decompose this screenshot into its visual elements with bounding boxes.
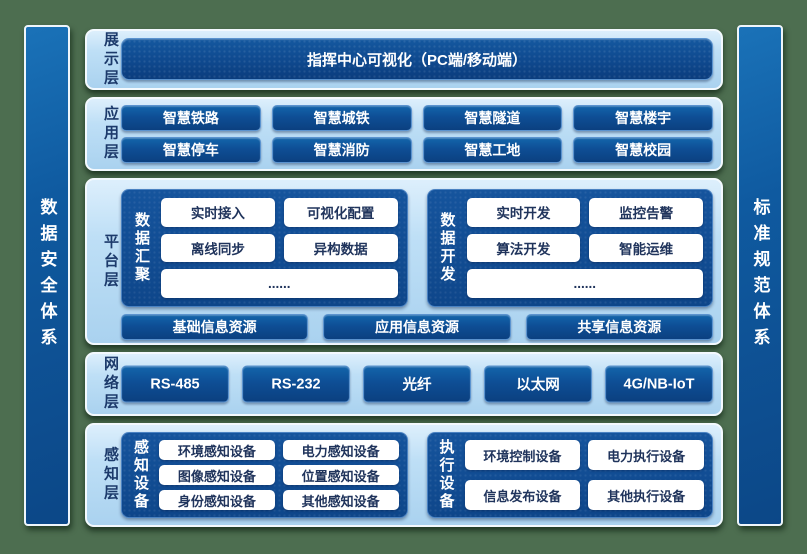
execution-devices-label: 执行设备 <box>437 439 455 511</box>
data-security-bar: 数据安全体系 <box>24 25 70 526</box>
execution-device-box: 信息发布设备 <box>464 480 581 510</box>
layer-panel-platform: 平台层 数据汇聚 实时接入 可视化配置 离线同步 异构数据 ...... 数据开… <box>85 178 723 345</box>
app-item-box: 智慧隧道 <box>422 105 563 131</box>
standards-label: 标准规范体系 <box>750 197 770 354</box>
network-item-box: RS-485 <box>121 365 229 403</box>
data-development-label: 数据开发 <box>438 212 456 284</box>
application-items-grid: 智慧铁路 智慧城铁 智慧隧道 智慧楼宇 智慧停车 智慧消防 智慧工地 智慧校园 <box>121 105 713 163</box>
platform-layer-label: 平台层 <box>102 233 119 290</box>
information-resources-row: 基础信息资源 应用信息资源 共享信息资源 <box>121 314 713 340</box>
app-item-box: 智慧消防 <box>271 137 412 163</box>
application-layer-label: 应用层 <box>102 105 119 163</box>
sensing-devices-label: 感知设备 <box>132 439 149 511</box>
network-layer-label: 网络层 <box>102 355 119 413</box>
data-aggregation-label: 数据汇聚 <box>133 212 150 284</box>
network-items-row: RS-485 RS-232 光纤 以太网 4G/NB-IoT <box>121 365 713 403</box>
platform-item-box: 智能运维 <box>589 233 703 263</box>
standards-bar: 标准规范体系 <box>737 25 783 526</box>
resource-box: 基础信息资源 <box>121 314 309 340</box>
platform-item-box: 实时开发 <box>466 198 581 227</box>
network-item-box: RS-232 <box>242 365 350 403</box>
app-item-box: 智慧楼宇 <box>573 105 713 131</box>
sensing-device-box: 位置感知设备 <box>282 465 399 485</box>
resource-box: 应用信息资源 <box>323 314 511 340</box>
app-item-box: 智慧城铁 <box>271 105 412 131</box>
perception-layer-label: 感知层 <box>102 446 119 504</box>
platform-item-box: 异构数据 <box>283 233 398 263</box>
data-development-group: 数据开发 实时开发 监控告警 算法开发 智能运维 ...... <box>426 189 713 307</box>
app-item-box: 智慧校园 <box>573 137 713 163</box>
network-item-box: 光纤 <box>363 365 471 403</box>
layer-panel-application: 应用层 智慧铁路 智慧城铁 智慧隧道 智慧楼宇 智慧停车 智慧消防 智慧工地 智… <box>85 97 723 171</box>
resource-box: 共享信息资源 <box>525 314 713 340</box>
platform-item-box: 监控告警 <box>589 198 703 227</box>
platform-item-box: 可视化配置 <box>283 198 398 227</box>
sensing-devices-items: 环境感知设备 电力感知设备 图像感知设备 位置感知设备 身份感知设备 其他感知设… <box>159 440 399 510</box>
platform-more-box: ...... <box>466 269 703 298</box>
sensing-device-box: 图像感知设备 <box>159 465 275 485</box>
app-item-box: 智慧工地 <box>422 137 563 163</box>
network-item-box: 以太网 <box>484 365 592 403</box>
execution-devices-items: 环境控制设备 电力执行设备 信息发布设备 其他执行设备 <box>464 440 704 510</box>
sensing-device-box: 身份感知设备 <box>159 490 275 510</box>
execution-device-box: 环境控制设备 <box>464 440 581 470</box>
data-security-label: 数据安全体系 <box>37 197 57 354</box>
data-aggregation-group: 数据汇聚 实时接入 可视化配置 离线同步 异构数据 ...... <box>121 189 408 307</box>
platform-item-box: 算法开发 <box>466 233 581 263</box>
app-item-box: 智慧铁路 <box>121 105 261 131</box>
display-layer-label: 展示层 <box>102 31 119 88</box>
execution-devices-group: 执行设备 环境控制设备 电力执行设备 信息发布设备 其他执行设备 <box>426 432 713 518</box>
command-center-title-box: 指挥中心可视化（PC端/移动端） <box>121 38 713 80</box>
app-item-box: 智慧停车 <box>121 137 261 163</box>
execution-device-box: 电力执行设备 <box>588 440 704 470</box>
sensing-device-box: 电力感知设备 <box>282 440 399 460</box>
sensing-device-box: 环境感知设备 <box>159 440 275 460</box>
platform-item-box: 实时接入 <box>161 198 275 227</box>
data-development-items: 实时开发 监控告警 算法开发 智能运维 ...... <box>466 198 703 298</box>
execution-device-box: 其他执行设备 <box>588 480 704 510</box>
sensing-device-box: 其他感知设备 <box>282 490 399 510</box>
platform-groups: 数据汇聚 实时接入 可视化配置 离线同步 异构数据 ...... 数据开发 实时… <box>121 189 713 307</box>
sensing-devices-group: 感知设备 环境感知设备 电力感知设备 图像感知设备 位置感知设备 身份感知设备 … <box>121 432 408 518</box>
layer-panel-network: 网络层 RS-485 RS-232 光纤 以太网 4G/NB-IoT <box>85 352 723 416</box>
data-aggregation-items: 实时接入 可视化配置 离线同步 异构数据 ...... <box>161 198 398 298</box>
platform-item-box: 离线同步 <box>161 233 275 263</box>
layer-panel-display: 展示层 指挥中心可视化（PC端/移动端） <box>85 29 723 90</box>
network-item-box: 4G/NB-IoT <box>605 365 713 403</box>
layer-panel-perception: 感知层 感知设备 环境感知设备 电力感知设备 图像感知设备 位置感知设备 身份感… <box>85 423 723 527</box>
platform-more-box: ...... <box>161 269 398 298</box>
perception-groups: 感知设备 环境感知设备 电力感知设备 图像感知设备 位置感知设备 身份感知设备 … <box>121 432 713 518</box>
